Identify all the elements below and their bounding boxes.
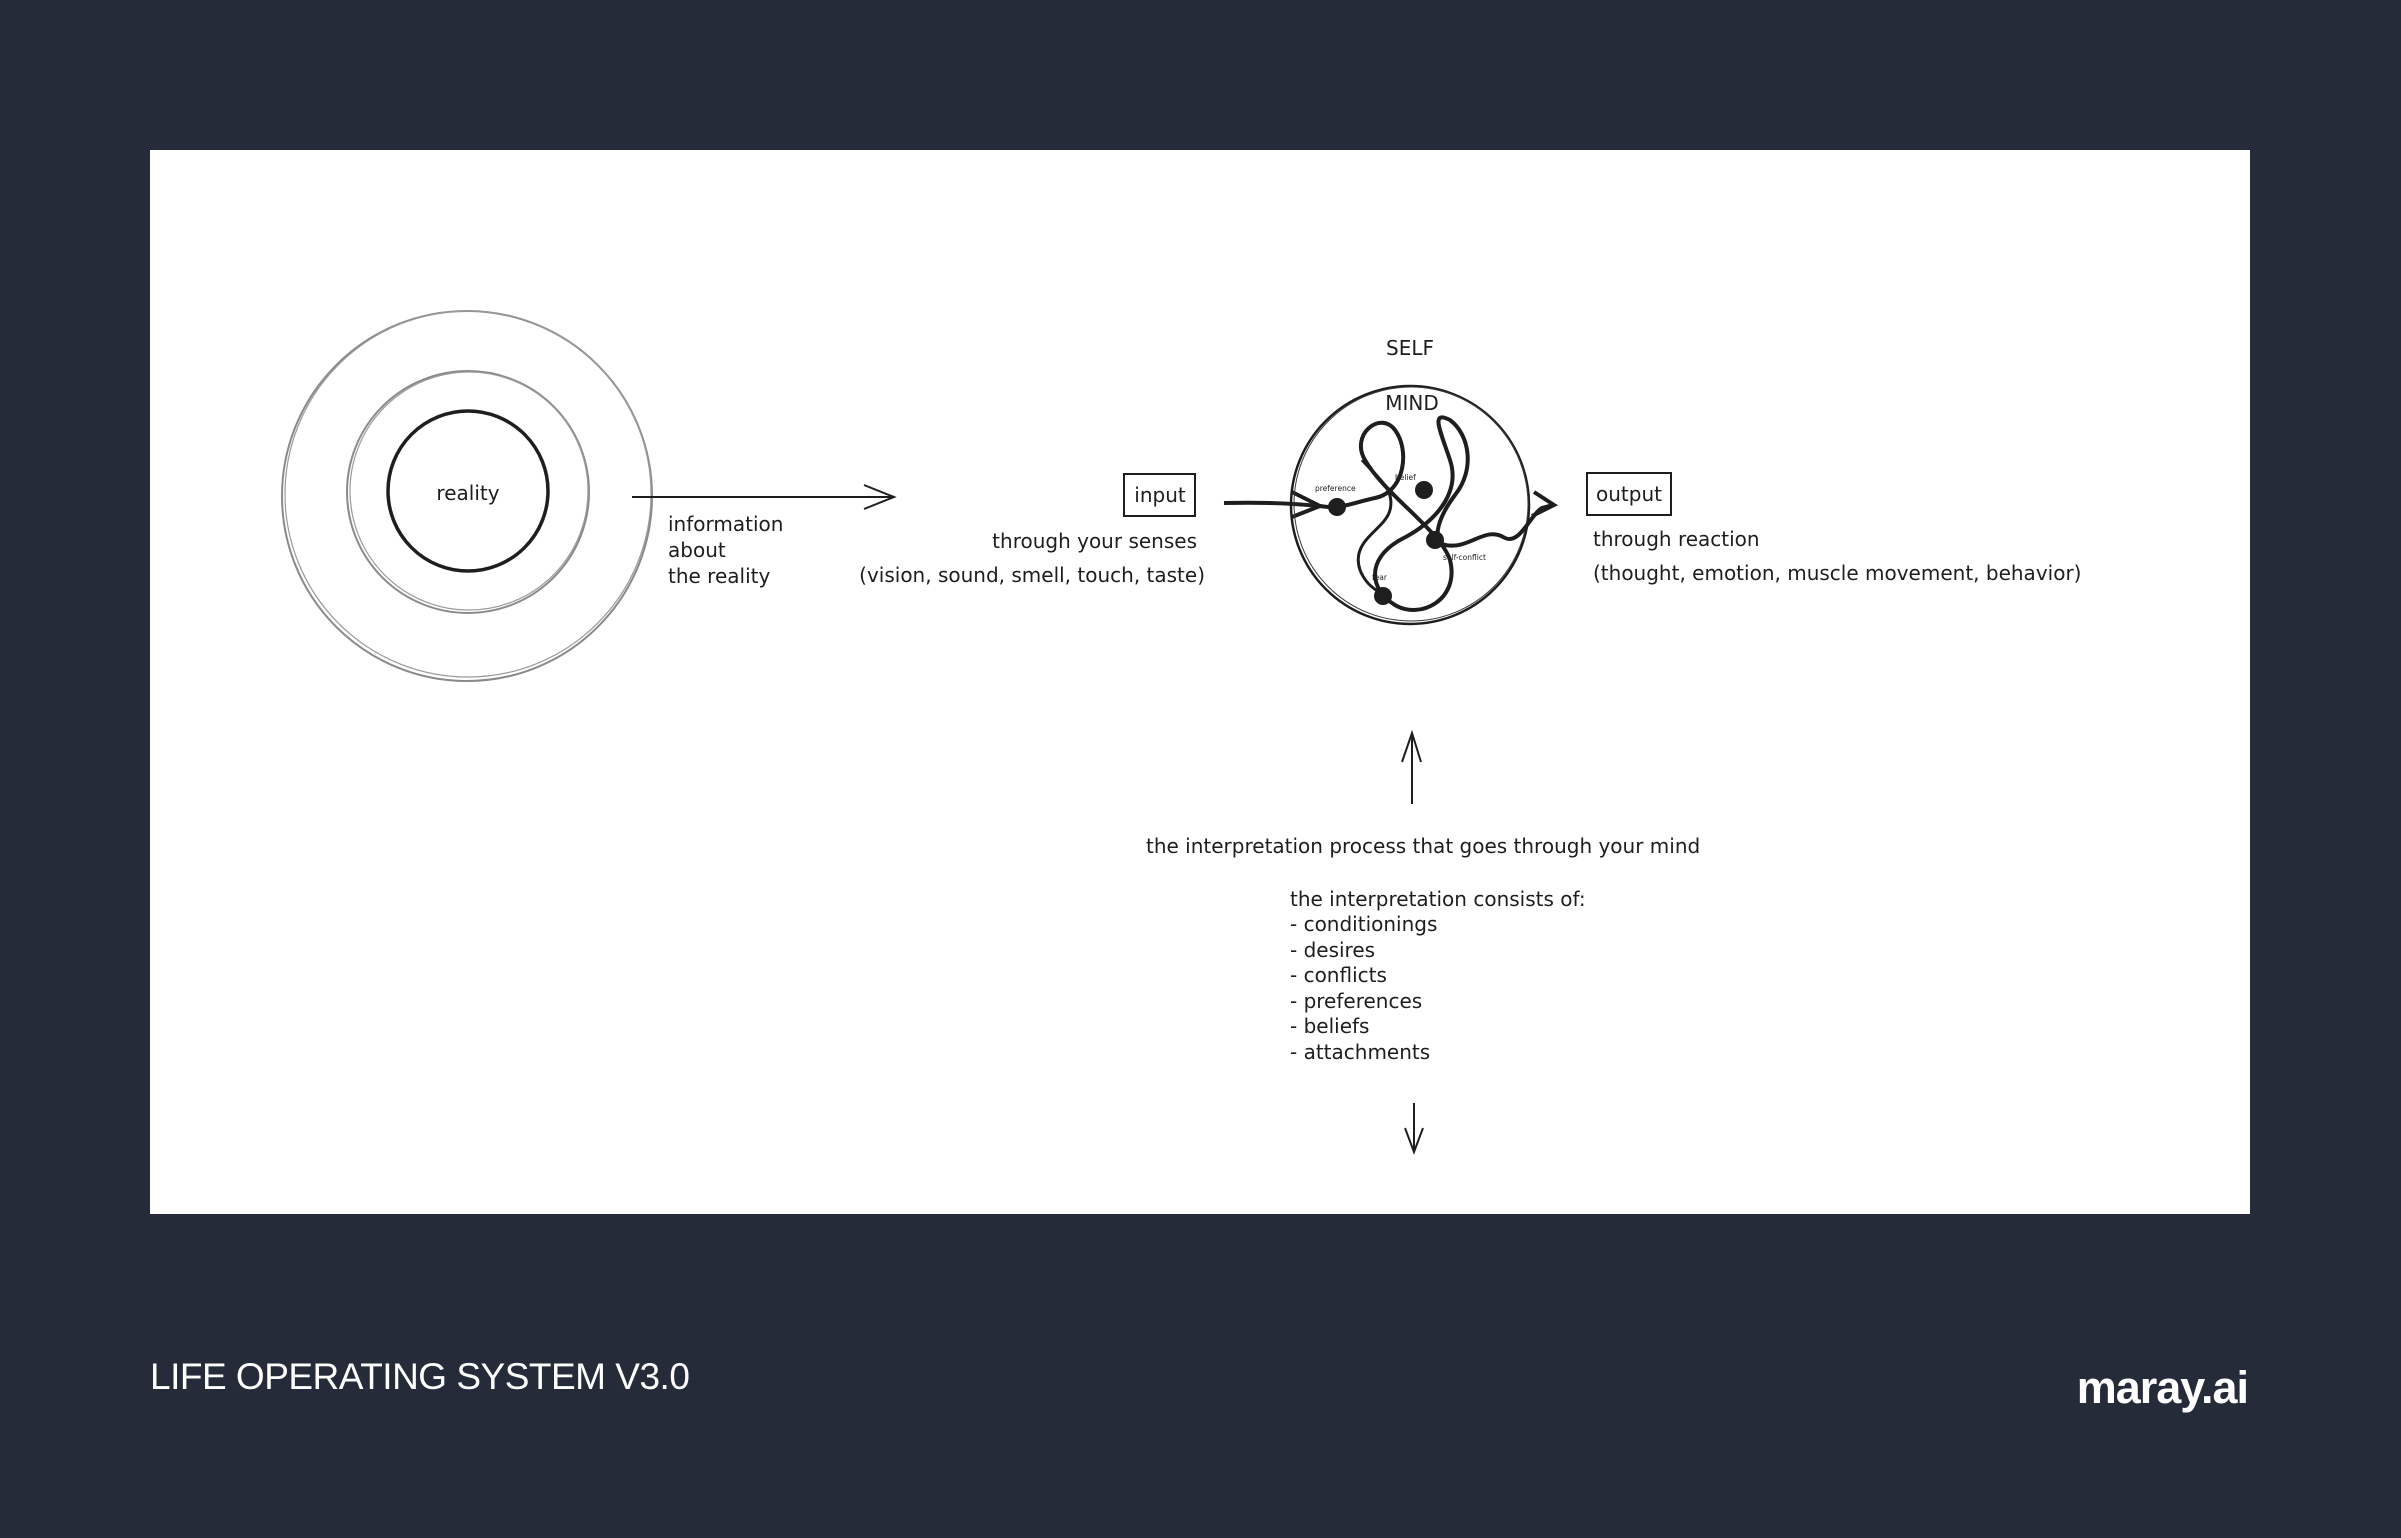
process-label: the interpretation process that goes thr… bbox=[1146, 834, 1700, 858]
outer-ring-sketch bbox=[284, 310, 652, 678]
info-line-1: information bbox=[668, 512, 783, 536]
node-belief bbox=[1415, 481, 1433, 499]
consists-item: - preferences bbox=[1290, 989, 1422, 1013]
mind-tangle bbox=[1319, 415, 1554, 612]
consists-item: - conflicts bbox=[1290, 963, 1387, 987]
brand-logo: maray.ai bbox=[2076, 1362, 2249, 1413]
self-label: SELF bbox=[1386, 336, 1434, 360]
node-label-belief: belief bbox=[1395, 473, 1416, 482]
consists-item: - conditionings bbox=[1290, 912, 1437, 936]
life-os-diagram: reality information about the reality in… bbox=[281, 310, 2081, 1155]
input-desc: through your senses bbox=[992, 529, 1197, 553]
input-to-mind-arrow bbox=[1223, 490, 1325, 519]
middle-ring bbox=[346, 370, 590, 614]
reality-rings: reality bbox=[281, 310, 653, 682]
consists-item: - attachments bbox=[1290, 1040, 1430, 1064]
info-line-3: the reality bbox=[668, 564, 770, 588]
output-desc: through reaction bbox=[1593, 527, 1760, 551]
node-fear bbox=[1374, 587, 1392, 605]
output-detail: (thought, emotion, muscle movement, beha… bbox=[1593, 561, 2081, 585]
node-preference bbox=[1328, 498, 1346, 516]
consists-heading: the interpretation consists of: bbox=[1290, 887, 1586, 911]
input-box: input bbox=[1123, 473, 1196, 517]
node-self-conflict bbox=[1426, 531, 1444, 549]
reality-to-input-arrow bbox=[632, 484, 897, 510]
input-label: input bbox=[1134, 483, 1186, 507]
consists-item: - desires bbox=[1290, 938, 1375, 962]
input-detail: (vision, sound, smell, touch, taste) bbox=[859, 563, 1205, 587]
up-arrow bbox=[1401, 729, 1422, 804]
middle-ring-sketch bbox=[349, 371, 589, 611]
mind-circle: preference belief self-conflict fear bbox=[1289, 384, 1559, 626]
mind-out-arrowhead bbox=[1531, 490, 1559, 518]
output-box: output bbox=[1586, 472, 1672, 516]
node-label-fear: fear bbox=[1372, 573, 1388, 582]
node-label-preference: preference bbox=[1315, 484, 1356, 493]
footer-title: LIFE OPERATING SYSTEM V3.0 bbox=[150, 1356, 690, 1397]
info-line-2: about bbox=[668, 538, 726, 562]
mind-label: MIND bbox=[1385, 391, 1439, 415]
down-arrow bbox=[1404, 1103, 1424, 1155]
consists-item: - beliefs bbox=[1290, 1014, 1369, 1038]
mind-tangle-2 bbox=[1356, 458, 1393, 597]
reality-label: reality bbox=[436, 481, 499, 505]
node-label-self-conflict: self-conflict bbox=[1443, 553, 1486, 562]
reality-core bbox=[386, 409, 550, 573]
diagram-canvas: reality information about the reality in… bbox=[150, 150, 2250, 1214]
output-label: output bbox=[1596, 482, 1662, 506]
